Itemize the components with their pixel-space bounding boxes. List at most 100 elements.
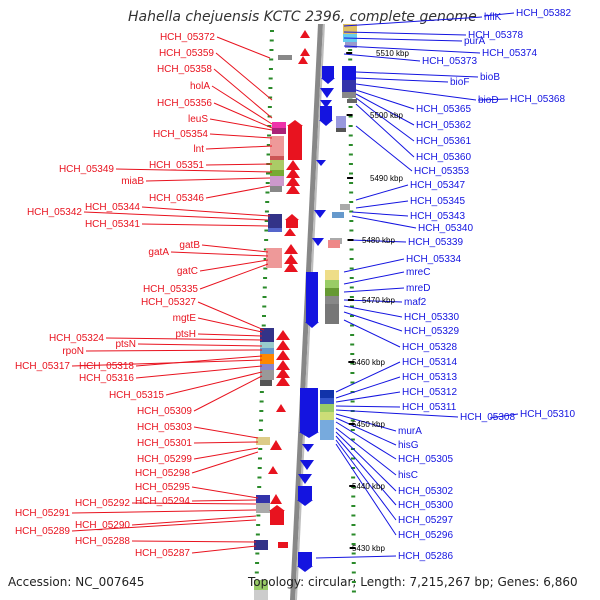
right-gene-label[interactable]: HCH_05378 [468,30,523,41]
left-gene-label[interactable]: ptsH [175,329,196,340]
right-gene-label[interactable]: murA [398,426,422,437]
right-gene-label[interactable]: bioF [450,77,469,88]
right-gene-label[interactable]: HCH_05347 [410,180,465,191]
left-gene-label[interactable]: HCH_05335 [143,284,198,295]
right-gene-label[interactable]: HCH_05312 [402,387,457,398]
right-gene-label[interactable]: HCH_05353 [414,166,469,177]
right-gene-label[interactable]: hisG [398,440,419,451]
right-gene-label[interactable]: HCH_05286 [398,551,453,562]
right-gene-label[interactable]: bioB [480,72,500,83]
left-gene-label[interactable]: HCH_05298 [135,468,190,479]
right-gene-label[interactable]: HCH_05374 [482,48,537,59]
left-gene-label[interactable]: lnt [193,144,204,155]
right-gene-label[interactable]: bioD [478,95,499,106]
left-gene-label[interactable]: HCH_05315 [109,390,164,401]
left-gene-label[interactable]: rpoN [62,346,84,357]
right-gene-label[interactable]: HCH_05373 [422,56,477,67]
left-gene-label[interactable]: HCH_05291 [15,508,70,519]
right-gene-label[interactable]: HCH_05297 [398,515,453,526]
right-gene-label[interactable]: HCH_05305 [398,454,453,465]
left-gene-label[interactable]: HCH_05356 [157,98,212,109]
right-leader-line [335,417,397,446]
tick-mark-right [349,248,354,251]
right-gene-label[interactable]: HCH_05334 [406,254,461,265]
forward-gene-arrow [276,376,290,386]
left-gene-label[interactable]: HCH_05295 [135,482,190,493]
left-gene-label[interactable]: HCH_05327 [141,297,196,308]
left-gene-label[interactable]: leuS [188,114,208,125]
left-gene-label[interactable]: gatC [177,266,198,277]
right-gene-label[interactable]: HCH_05313 [402,372,457,383]
right-gene-label[interactable]: HCH_05362 [416,120,471,131]
left-gene-label[interactable]: HCH_05372 [160,32,215,43]
left-gene-label[interactable]: HCH_05301 [137,438,192,449]
left-gene-label[interactable]: HCH_05351 [149,160,204,171]
left-gene-label[interactable]: HCH_05294 [135,496,190,507]
right-gene-label[interactable]: HCH_05339 [408,237,463,248]
right-gene-label[interactable]: HCH_05365 [416,104,471,115]
feature-block [270,186,282,192]
feature-block [254,540,268,550]
tick-mark-right [351,505,356,507]
right-gene-label[interactable]: HCH_05328 [402,342,457,353]
forward-gene-arrow [285,214,299,220]
forward-gene-arrow [284,244,298,254]
left-gene-label[interactable]: HCH_05288 [75,536,130,547]
left-gene-label[interactable]: HCH_05344 [85,202,140,213]
left-gene-label[interactable]: HCH_05342 [27,207,82,218]
right-gene-label[interactable]: mreD [406,283,430,294]
feature-block [260,370,274,380]
right-gene-label[interactable]: HCH_05345 [410,196,465,207]
right-gene-label[interactable]: HCH_05296 [398,530,453,541]
left-gene-label[interactable]: HCH_05359 [159,48,214,59]
left-gene-label[interactable]: HCH_05318 [79,361,134,372]
right-gene-label[interactable]: purA [464,36,485,47]
left-gene-label[interactable]: HCH_05317 [15,361,70,372]
right-gene-label[interactable]: hisC [398,470,418,481]
left-gene-label[interactable]: HCH_05354 [153,129,208,140]
right-gene-label[interactable]: HCH_05340 [418,223,473,234]
left-gene-label[interactable]: HCH_05324 [49,333,104,344]
left-gene-label[interactable]: HCH_05346 [149,193,204,204]
left-gene-label[interactable]: HCH_05289 [15,526,70,537]
right-gene-label[interactable]: maf2 [404,297,427,308]
left-gene-label[interactable]: HCH_05287 [135,548,190,559]
right-gene-label[interactable]: hflK [484,12,502,23]
tick-mark-right [349,229,354,232]
left-gene-label[interactable]: HCH_05309 [137,406,192,417]
left-leader-line [145,177,271,182]
right-gene-label[interactable]: HCH_05360 [416,152,471,163]
left-gene-label[interactable]: HCH_05316 [79,373,134,384]
left-gene-label[interactable]: HCH_05290 [75,520,130,531]
right-gene-label[interactable]: mreC [406,267,430,278]
left-gene-label[interactable]: miaB [121,176,144,187]
left-gene-label[interactable]: gatB [179,240,200,251]
left-gene-label[interactable]: HCH_05303 [137,422,192,433]
right-gene-label[interactable]: HCH_05368 [510,94,565,105]
right-gene-label[interactable]: HCH_05302 [398,486,453,497]
left-gene-label[interactable]: HCH_05292 [75,498,130,509]
left-leader-line [199,259,269,272]
forward-gene-arrow [300,48,310,56]
feature-block [347,99,357,103]
left-gene-label[interactable]: holA [190,81,210,92]
right-gene-label[interactable]: HCH_05300 [398,500,453,511]
forward-gene-arrow [276,350,290,360]
left-gene-label[interactable]: mgtE [173,313,197,324]
right-gene-label[interactable]: HCH_05382 [516,8,571,19]
right-gene-label[interactable]: HCH_05311 [402,402,457,413]
right-gene-label[interactable]: HCH_05361 [416,136,471,147]
left-gene-label[interactable]: ptsN [115,339,136,350]
left-gene-label[interactable]: HCH_05299 [137,454,192,465]
left-gene-label[interactable]: gatA [148,247,169,258]
left-gene-label[interactable]: HCH_05341 [85,219,140,230]
left-gene-label[interactable]: HCH_05349 [59,164,114,175]
right-gene-label[interactable]: HCH_05330 [404,312,459,323]
right-gene-label[interactable]: HCH_05343 [410,211,465,222]
tick-mark-right [350,438,355,441]
right-gene-label[interactable]: HCH_05310 [520,409,575,420]
right-gene-label[interactable]: HCH_05308 [460,412,515,423]
left-gene-label[interactable]: HCH_05358 [157,64,212,75]
right-gene-label[interactable]: HCH_05329 [404,326,459,337]
right-gene-label[interactable]: HCH_05314 [402,357,457,368]
